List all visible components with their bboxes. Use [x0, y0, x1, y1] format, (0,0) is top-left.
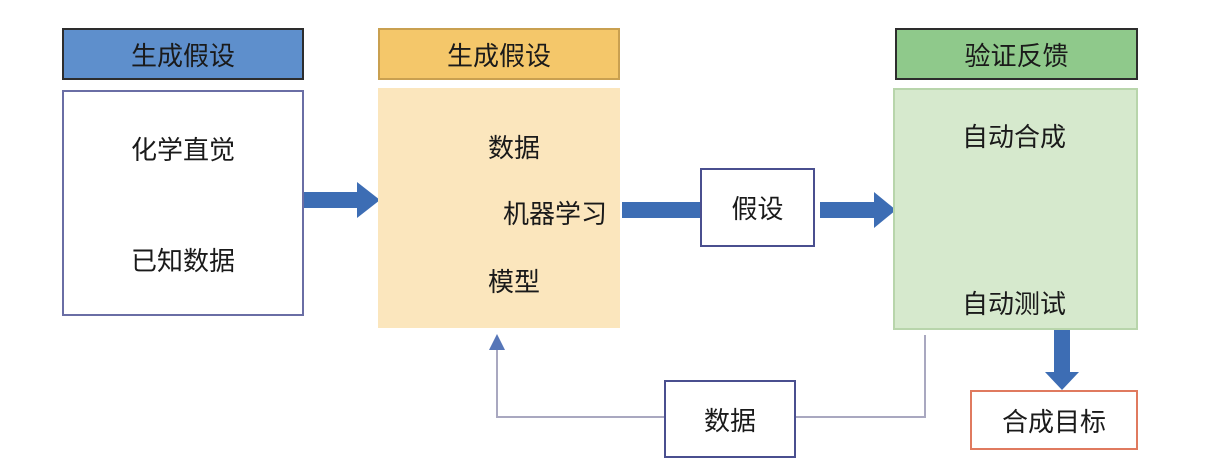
- model-label: 模型: [488, 268, 541, 298]
- column-header-generate: 生成假设: [62, 28, 304, 80]
- arrow-left-to-middle: [304, 182, 380, 218]
- column-header-generate-ml: 生成假设: [378, 28, 620, 80]
- feedback-arrow-left: [489, 334, 664, 418]
- arrow-hypothesis-to-verify: [820, 192, 896, 228]
- inputs-panel: 化学直觉 已知数据: [62, 90, 304, 316]
- hypothesis-box: 假设: [700, 168, 815, 247]
- ml-data-label: 数据: [488, 134, 541, 164]
- column-header-verify: 验证反馈: [895, 28, 1138, 80]
- synthesis-target-box: 合成目标: [970, 390, 1138, 450]
- arrow-verify-to-target: [1045, 330, 1079, 390]
- verify-panel: [893, 88, 1138, 330]
- chemical-intuition: 化学直觉: [64, 92, 302, 206]
- feedback-data-box: 数据: [664, 380, 796, 458]
- feedback-line-right: [796, 335, 926, 418]
- ml-panel: [378, 88, 620, 328]
- known-data: 已知数据: [64, 204, 302, 314]
- auto-test-label: 自动测试: [962, 290, 1067, 320]
- auto-synthesis-label: 自动合成: [962, 123, 1067, 153]
- machine-learning-label: 机器学习: [503, 200, 608, 230]
- connector-middle-to-hypothesis: [622, 202, 700, 218]
